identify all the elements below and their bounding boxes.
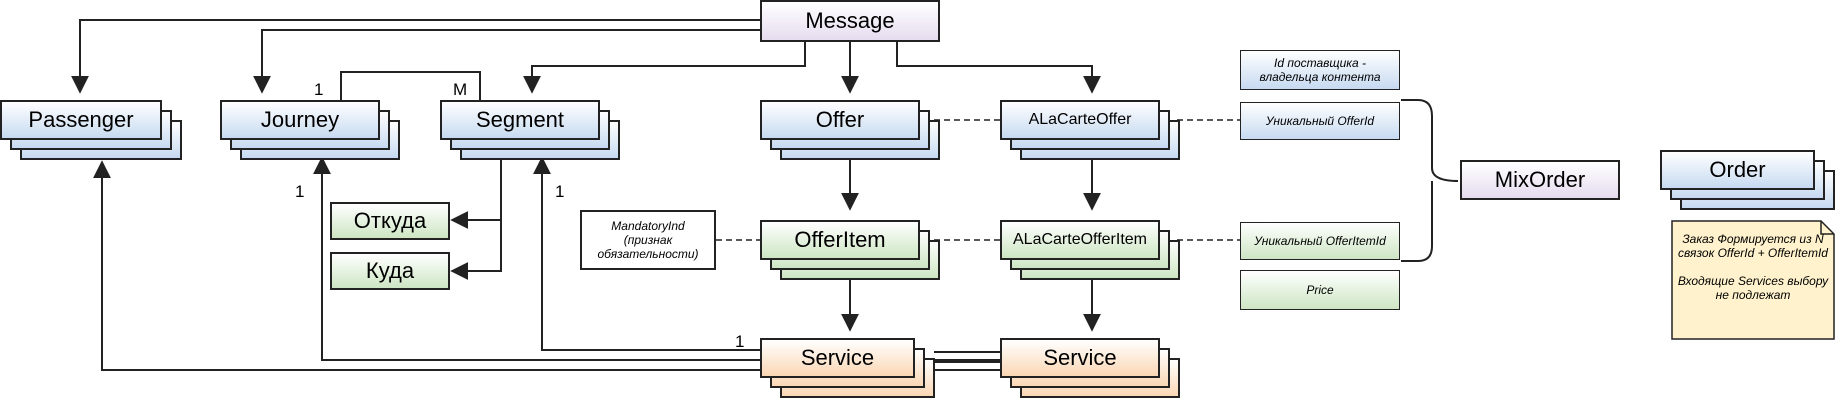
mixorder-node[interactable]: MixOrder [1460,160,1620,200]
journey-node[interactable]: Journey [220,100,380,140]
alacarteoffer-node[interactable]: ALaCarteOffer [1000,100,1160,140]
order-node[interactable]: Order [1660,150,1815,190]
edge-service-passenger [93,160,1000,371]
order-note: Заказ Формируется из N связок OfferId + … [1671,220,1835,340]
alacarteofferitem-node[interactable]: ALaCarteOfferItem [1000,220,1160,260]
note-shape [1671,220,1835,340]
passenger-node[interactable]: Passenger [0,100,162,140]
edge-journey-segment [340,71,481,100]
message-node[interactable]: Message [760,0,940,42]
order-note-line1: Заказ Формируется из N связок OfferId + … [1678,232,1828,260]
edge-mixorder-brace [1401,99,1459,262]
edge-message-segment [523,40,806,94]
edge-message-passenger [71,19,760,94]
edge-segment-otkuda [450,160,502,229]
kuda-node[interactable]: Куда [330,252,450,290]
edge-message-journey [253,29,760,94]
mandatory-ind-note: MandatoryInd (признак обязательности) [580,210,716,270]
multiplicity-journey-one: 1 [314,80,324,99]
offeritem-node[interactable]: OfferItem [760,220,920,260]
multiplicity-service-segment: 1 [555,182,565,201]
service-left-node[interactable]: Service [760,338,915,378]
order-note-line2: Входящие Services выбору не подлежат [1677,274,1829,302]
offer-node[interactable]: Offer [760,100,920,140]
unique-offer-item-id-note: Уникальный OfferItemId [1240,222,1400,260]
service-right-node[interactable]: Service [1000,338,1160,378]
edge-message-alacarteoffer [896,40,1101,94]
price-note: Price [1240,270,1400,310]
edge-services-link [934,351,1000,363]
multiplicity-segment-many: M [453,80,468,99]
segment-node[interactable]: Segment [440,100,600,140]
edge-segment-kuda [450,200,502,280]
otkuda-node[interactable]: Откуда [330,202,450,240]
supplier-id-note: Id поставщика - владельца контента [1240,50,1400,90]
multiplicity-service-near: 1 [735,332,745,351]
edge-service-segment [533,156,760,351]
unique-offer-id-note: Уникальный OfferId [1240,102,1400,140]
multiplicity-service-journey: 1 [295,182,305,201]
